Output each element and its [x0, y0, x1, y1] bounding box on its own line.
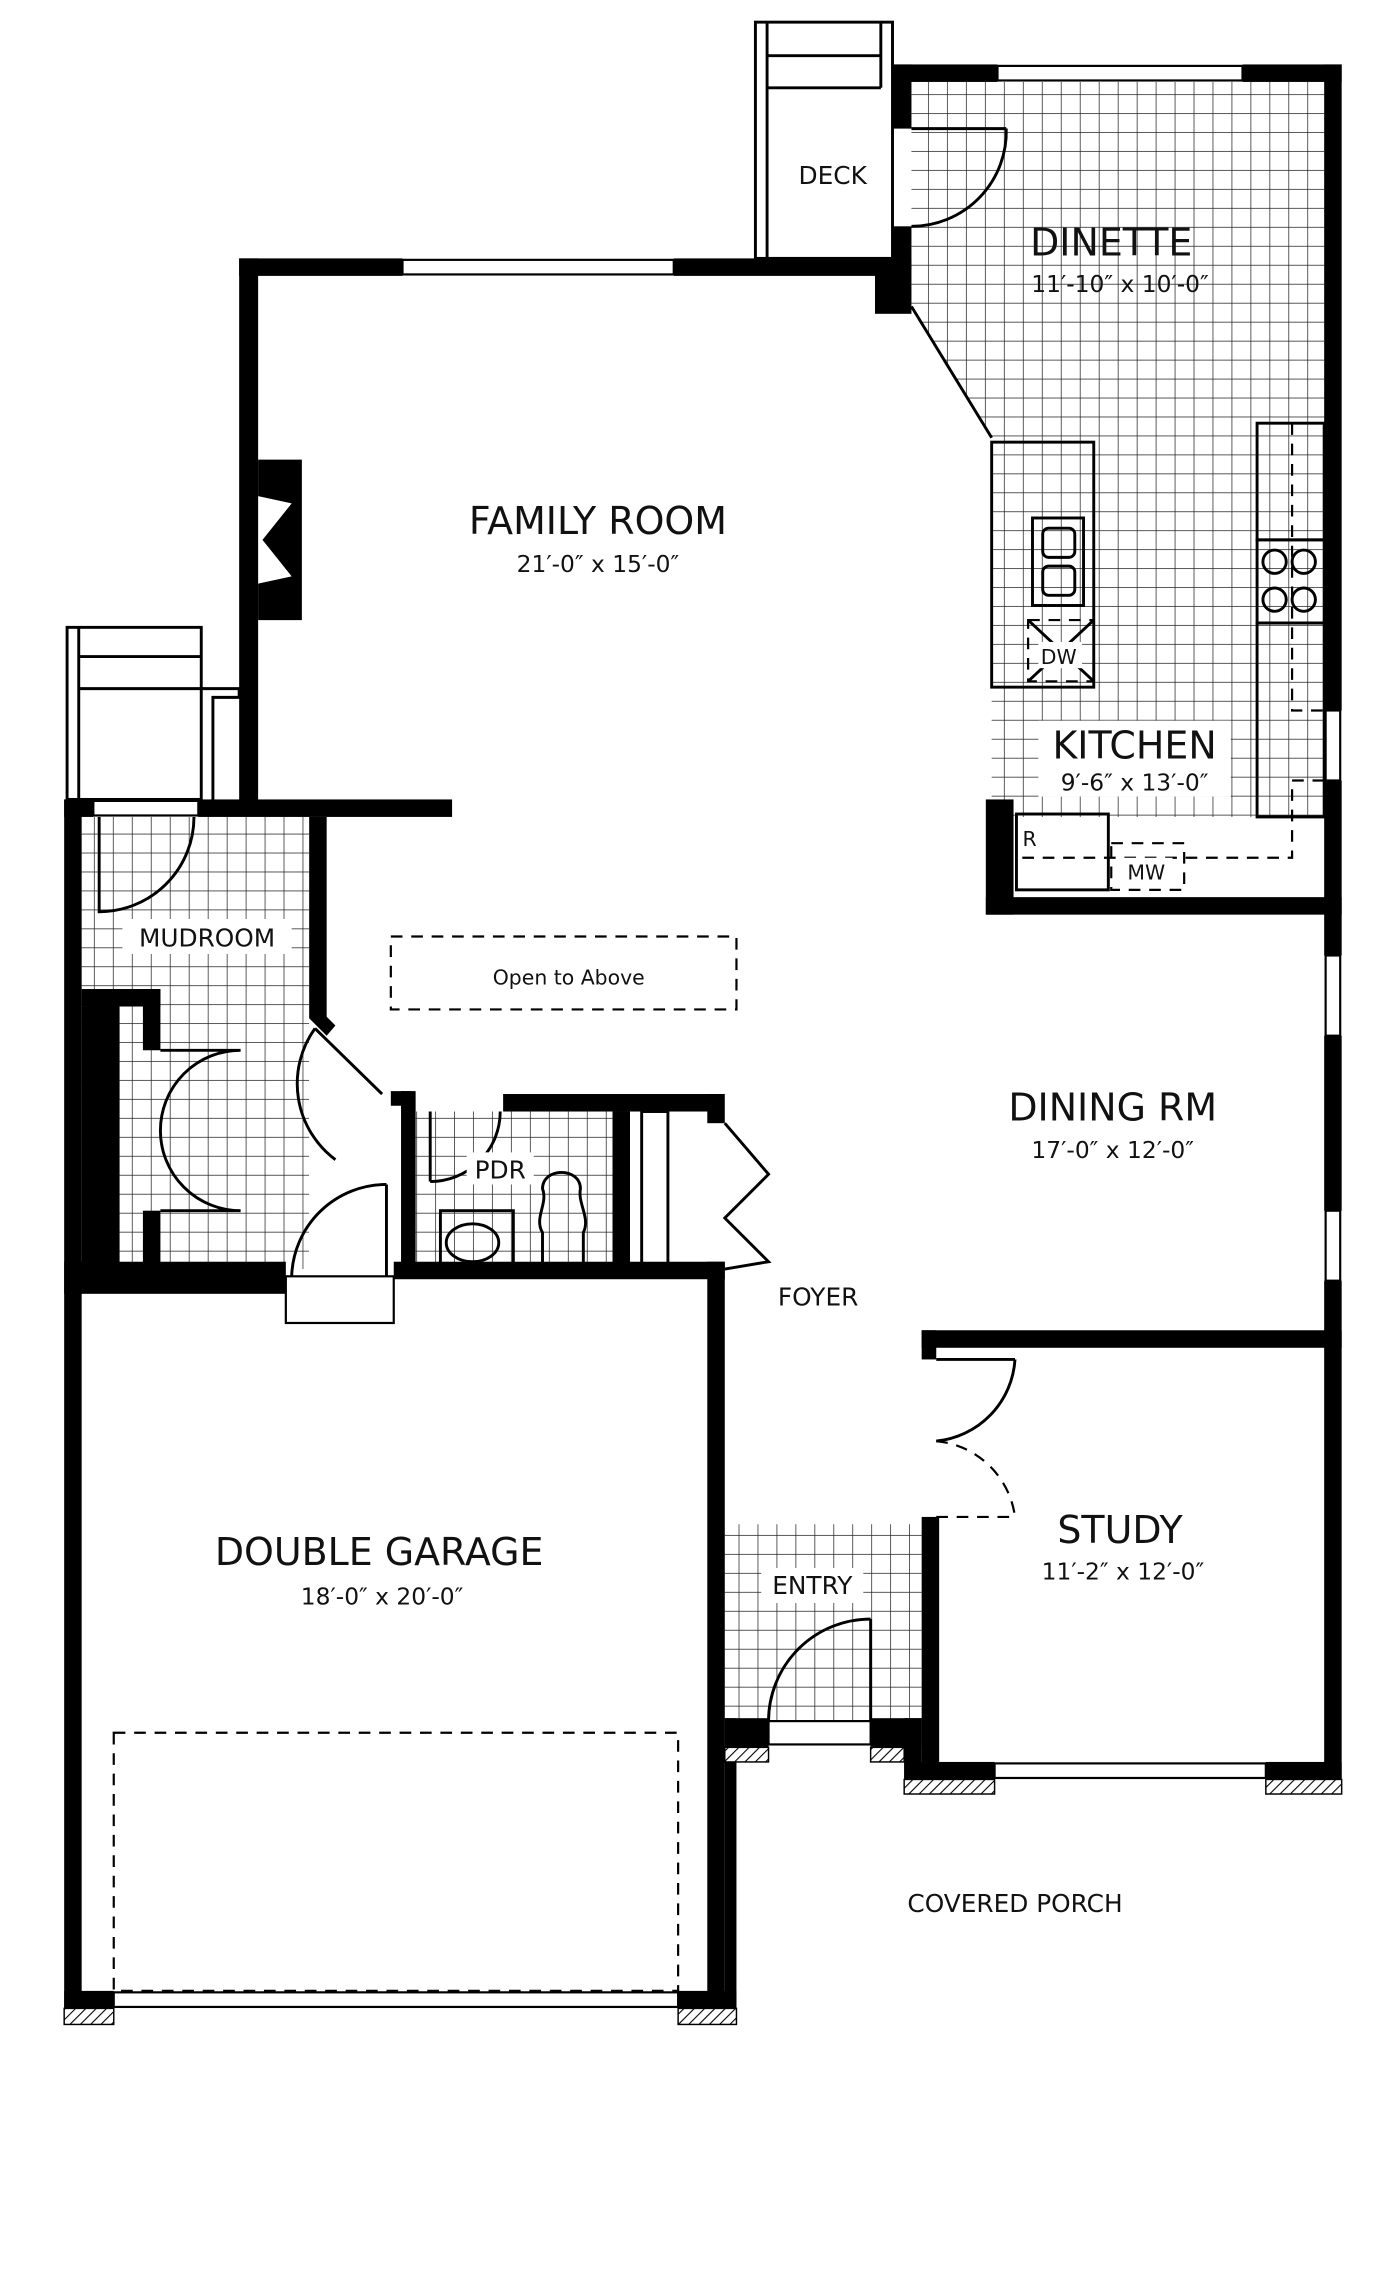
microwave-label: MW — [1127, 861, 1165, 885]
room-labels: DECK DINETTE 11′-10″ x 10′-0″ FAMILY ROO… — [122, 161, 1231, 1918]
deck — [753, 20, 894, 260]
deck-label: DECK — [799, 161, 868, 190]
doors — [88, 127, 1017, 1722]
kitchen-counter: R MW — [1013, 421, 1326, 892]
dinette-kitchen-tile — [911, 81, 1325, 817]
windows — [92, 64, 1342, 2009]
dishwasher-label: DW — [1041, 645, 1077, 669]
refrigerator-label: R — [1022, 827, 1036, 851]
powder-room-fixtures — [438, 1170, 587, 1271]
kitchen-label: KITCHEN — [1052, 724, 1216, 768]
open-to-above-outline — [389, 935, 738, 1011]
entry-tile — [724, 1524, 922, 1722]
pdr-label: PDR — [475, 1156, 526, 1185]
sink-icon — [438, 1209, 515, 1271]
refrigerator-icon — [1014, 812, 1110, 892]
garage-label: DOUBLE GARAGE — [215, 1530, 544, 1574]
study-label: STUDY — [1057, 1508, 1183, 1552]
mudroom-label: MUDROOM — [139, 924, 275, 953]
covered-porch-label: COVERED PORCH — [907, 1889, 1122, 1918]
kitchen-island: DW — [990, 440, 1096, 689]
side-stoop — [65, 625, 241, 801]
dinette-label: DINETTE — [1030, 220, 1192, 264]
dining-room-label: DINING RM — [1008, 1085, 1217, 1129]
foyer-label: FOYER — [778, 1282, 858, 1311]
microwave-icon — [1110, 842, 1186, 891]
sink-icon — [1031, 516, 1085, 607]
dining-room-size: 17′-0″ x 12′-0″ — [1031, 1136, 1194, 1164]
open-to-above-label: Open to Above — [493, 966, 645, 990]
toilet-icon — [538, 1170, 587, 1271]
study-size: 11′-2″ x 12′-0″ — [1042, 1558, 1205, 1586]
walls — [64, 64, 1342, 2025]
garage-size: 18′-0″ x 20′-0″ — [301, 1582, 464, 1610]
family-room-size: 21′-0″ x 15′-0″ — [517, 550, 680, 578]
family-room-label: FAMILY ROOM — [469, 499, 727, 543]
garage-parking-outline — [112, 1731, 680, 1992]
kitchen-size: 9′-6″ x 13′-0″ — [1061, 769, 1209, 797]
dinette-size: 11′-10″ x 10′-0″ — [1031, 270, 1209, 298]
entry-label: ENTRY — [772, 1571, 853, 1600]
